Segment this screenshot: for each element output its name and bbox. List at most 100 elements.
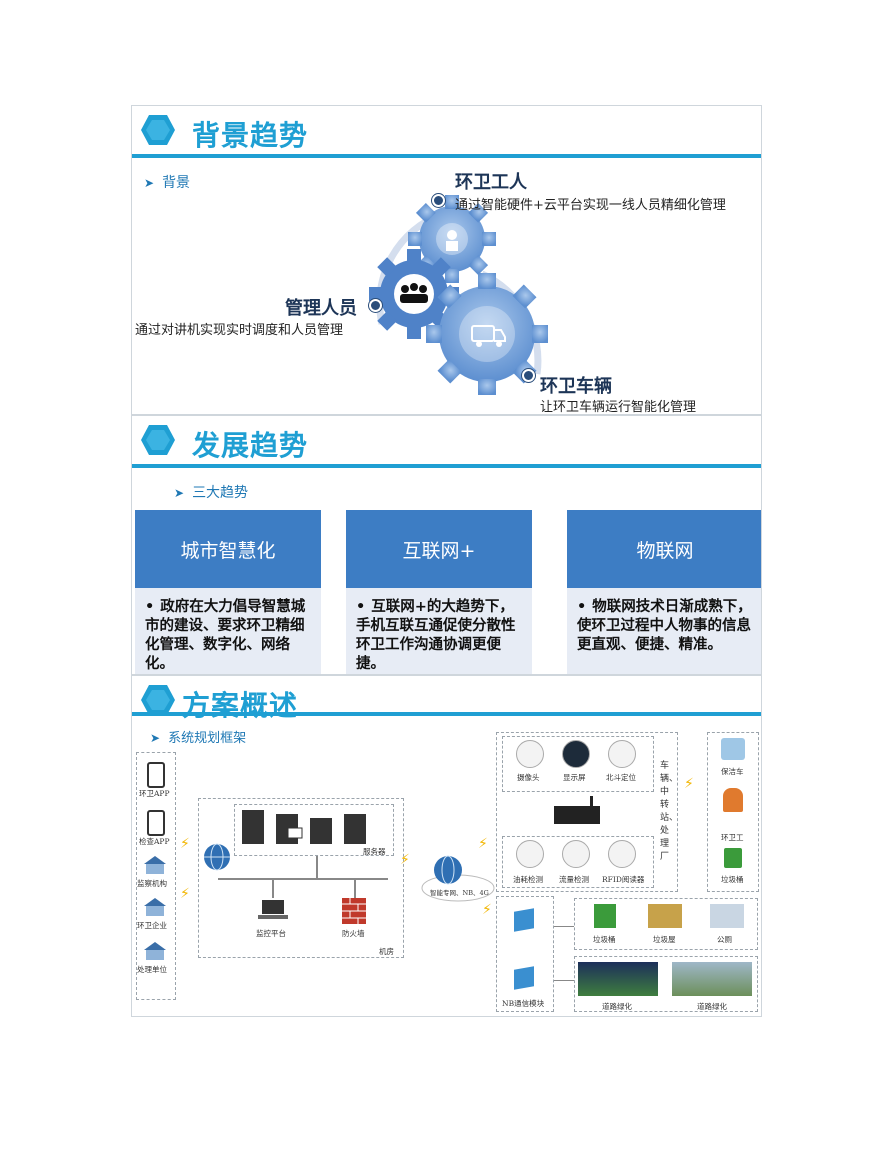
device-cluster xyxy=(496,732,678,892)
trend-card: 城市智慧化 •政府在大力倡导智慧城市的建设、要求环卫精细化管理、数字化、网络化。 xyxy=(135,510,321,674)
road-photo xyxy=(578,962,658,996)
server-room xyxy=(198,798,404,958)
firewall-label: 防火墙 xyxy=(342,929,365,938)
trend-card: 物联网 •物联网技术日渐成熟下，使环卫过程中人物事的信息更直观、便捷、精准。 xyxy=(567,510,761,674)
device-group-top xyxy=(502,736,654,792)
bin-label: 公厕 xyxy=(717,935,732,944)
camera-icon xyxy=(516,740,544,768)
section-header: 背景趋势 xyxy=(132,106,761,158)
field-label: 环卫工 xyxy=(721,833,744,842)
road-label: 道路绿化 xyxy=(697,1002,727,1011)
road-photo xyxy=(672,962,752,996)
role-vehicle-title: 环卫车辆 xyxy=(540,376,612,397)
section-header: 方案概述 xyxy=(132,676,761,726)
monitor-label: 监控平台 xyxy=(256,929,286,938)
wireless-bolt-icon: ⚡ xyxy=(482,902,492,918)
subheading: ➤ 背景 xyxy=(144,172,190,192)
hexagon-icon xyxy=(141,115,175,145)
subheading-text: 三大趋势 xyxy=(192,485,249,501)
trend-card: 互联网+ •互联网+的大趋势下，手机互联互通促使分散性环卫工作沟通协调更便捷。 xyxy=(346,510,532,674)
laptop-icon xyxy=(258,900,288,919)
nb-module-icon xyxy=(514,908,534,932)
display-icon xyxy=(562,740,590,768)
field-label: 保洁车 xyxy=(721,767,744,776)
roads-group xyxy=(574,956,758,1012)
marker-dot xyxy=(369,299,382,312)
section-overview: 方案概述 ➤系统规划框架 环卫APP 检查APP 监察机构 环卫企业 处理单位 … xyxy=(131,675,762,1017)
server-label: 服务器 xyxy=(363,847,386,856)
section-title: 背景趋势 xyxy=(192,119,309,152)
nb-column xyxy=(496,896,554,1012)
bin-label: 垃圾桶 xyxy=(593,935,616,944)
satellite-icon xyxy=(608,740,636,768)
connector-line xyxy=(554,980,574,981)
bin-icon xyxy=(724,848,742,868)
trend-card-body: •政府在大力倡导智慧城市的建设、要求环卫精细化管理、数字化、网络化。 xyxy=(145,599,306,672)
section-trends: 发展趋势 ➤三大趋势 城市智慧化 •政府在大力倡导智慧城市的建设、要求环卫精细化… xyxy=(131,415,762,675)
client-column xyxy=(136,752,176,1000)
device-label: 北斗定位 xyxy=(606,773,636,782)
trend-card-title: 物联网 xyxy=(567,510,761,588)
bin-house-icon xyxy=(648,904,682,928)
gateway-icon xyxy=(554,796,600,824)
divider xyxy=(132,712,761,716)
device-label: 流量检测 xyxy=(559,875,589,884)
hexagon-icon xyxy=(141,685,175,715)
wireless-bolt-icon: ⚡ xyxy=(684,776,694,792)
trend-card-title: 城市智慧化 xyxy=(135,510,321,588)
device-label: 摄像头 xyxy=(517,773,540,782)
subheading: ➤三大趋势 xyxy=(174,482,248,502)
firewall-icon xyxy=(342,898,366,924)
section-title: 方案概述 xyxy=(182,689,299,722)
wireless-bolt-icon: ⚡ xyxy=(400,852,410,868)
worker-icon xyxy=(723,788,743,812)
network-line xyxy=(218,878,388,880)
role-worker-desc: 通过智能硬件+云平台实现一线人员精细化管理 xyxy=(455,198,726,213)
arrow-icon: ➤ xyxy=(144,176,155,190)
nb-module-icon xyxy=(514,966,534,990)
bin-label: 垃圾屋 xyxy=(653,935,676,944)
flow-sensor-icon xyxy=(562,840,590,868)
building-icon xyxy=(144,856,166,874)
section-header: 发展趋势 xyxy=(132,416,761,468)
device-label: 显示屏 xyxy=(563,773,586,782)
device-label: 油耗检测 xyxy=(513,875,543,884)
device-label: RFID阅读器 xyxy=(602,875,645,884)
nb-label: NB通信模块 xyxy=(502,999,545,1008)
vertical-label: 车辆、中转站、处理厂 xyxy=(660,761,679,862)
section-background: 背景趋势 ➤ 背景 xyxy=(131,105,762,415)
arrow-icon: ➤ xyxy=(150,731,161,745)
wireless-bolt-icon: ⚡ xyxy=(180,836,190,852)
subheading-text: 背景 xyxy=(162,175,191,191)
app-label: 处理单位 xyxy=(137,965,167,974)
subheading: ➤系统规划框架 xyxy=(150,727,246,746)
wireless-bolt-icon: ⚡ xyxy=(478,836,488,852)
sweeper-icon xyxy=(721,738,745,760)
toilet-icon xyxy=(710,904,744,928)
building-icon xyxy=(144,942,166,960)
trend-card-body: •互联网+的大趋势下，手机互联互通促使分散性环卫工作沟通协调更便捷。 xyxy=(356,599,516,672)
divider xyxy=(132,464,761,468)
network-line xyxy=(316,856,318,878)
gears-illustration xyxy=(369,195,548,395)
app-label: 环卫APP xyxy=(139,789,170,798)
phone-icon xyxy=(147,810,165,836)
divider xyxy=(132,154,761,158)
device-group-bottom xyxy=(502,836,654,888)
role-worker-title: 环卫工人 xyxy=(455,172,527,193)
network-line xyxy=(354,878,356,898)
hexagon-icon xyxy=(141,425,175,455)
marker-dot xyxy=(522,369,535,382)
marker-dot xyxy=(432,194,445,207)
role-manager-title: 管理人员 xyxy=(285,298,357,319)
globe-icon xyxy=(204,843,230,871)
trend-card-body: •物联网技术日渐成熟下，使环卫过程中人物事的信息更直观、便捷、精准。 xyxy=(577,599,752,653)
cloud-icon xyxy=(421,855,495,902)
app-label: 检查APP xyxy=(139,837,170,846)
app-label: 监察机构 xyxy=(137,879,167,888)
trend-card-title: 互联网+ xyxy=(346,510,532,588)
wireless-bolt-icon: ⚡ xyxy=(180,886,190,902)
role-vehicle-desc: 让环卫车辆运行智能化管理 xyxy=(540,400,697,415)
fuel-sensor-icon xyxy=(516,840,544,868)
room-label: 机房 xyxy=(379,947,394,956)
